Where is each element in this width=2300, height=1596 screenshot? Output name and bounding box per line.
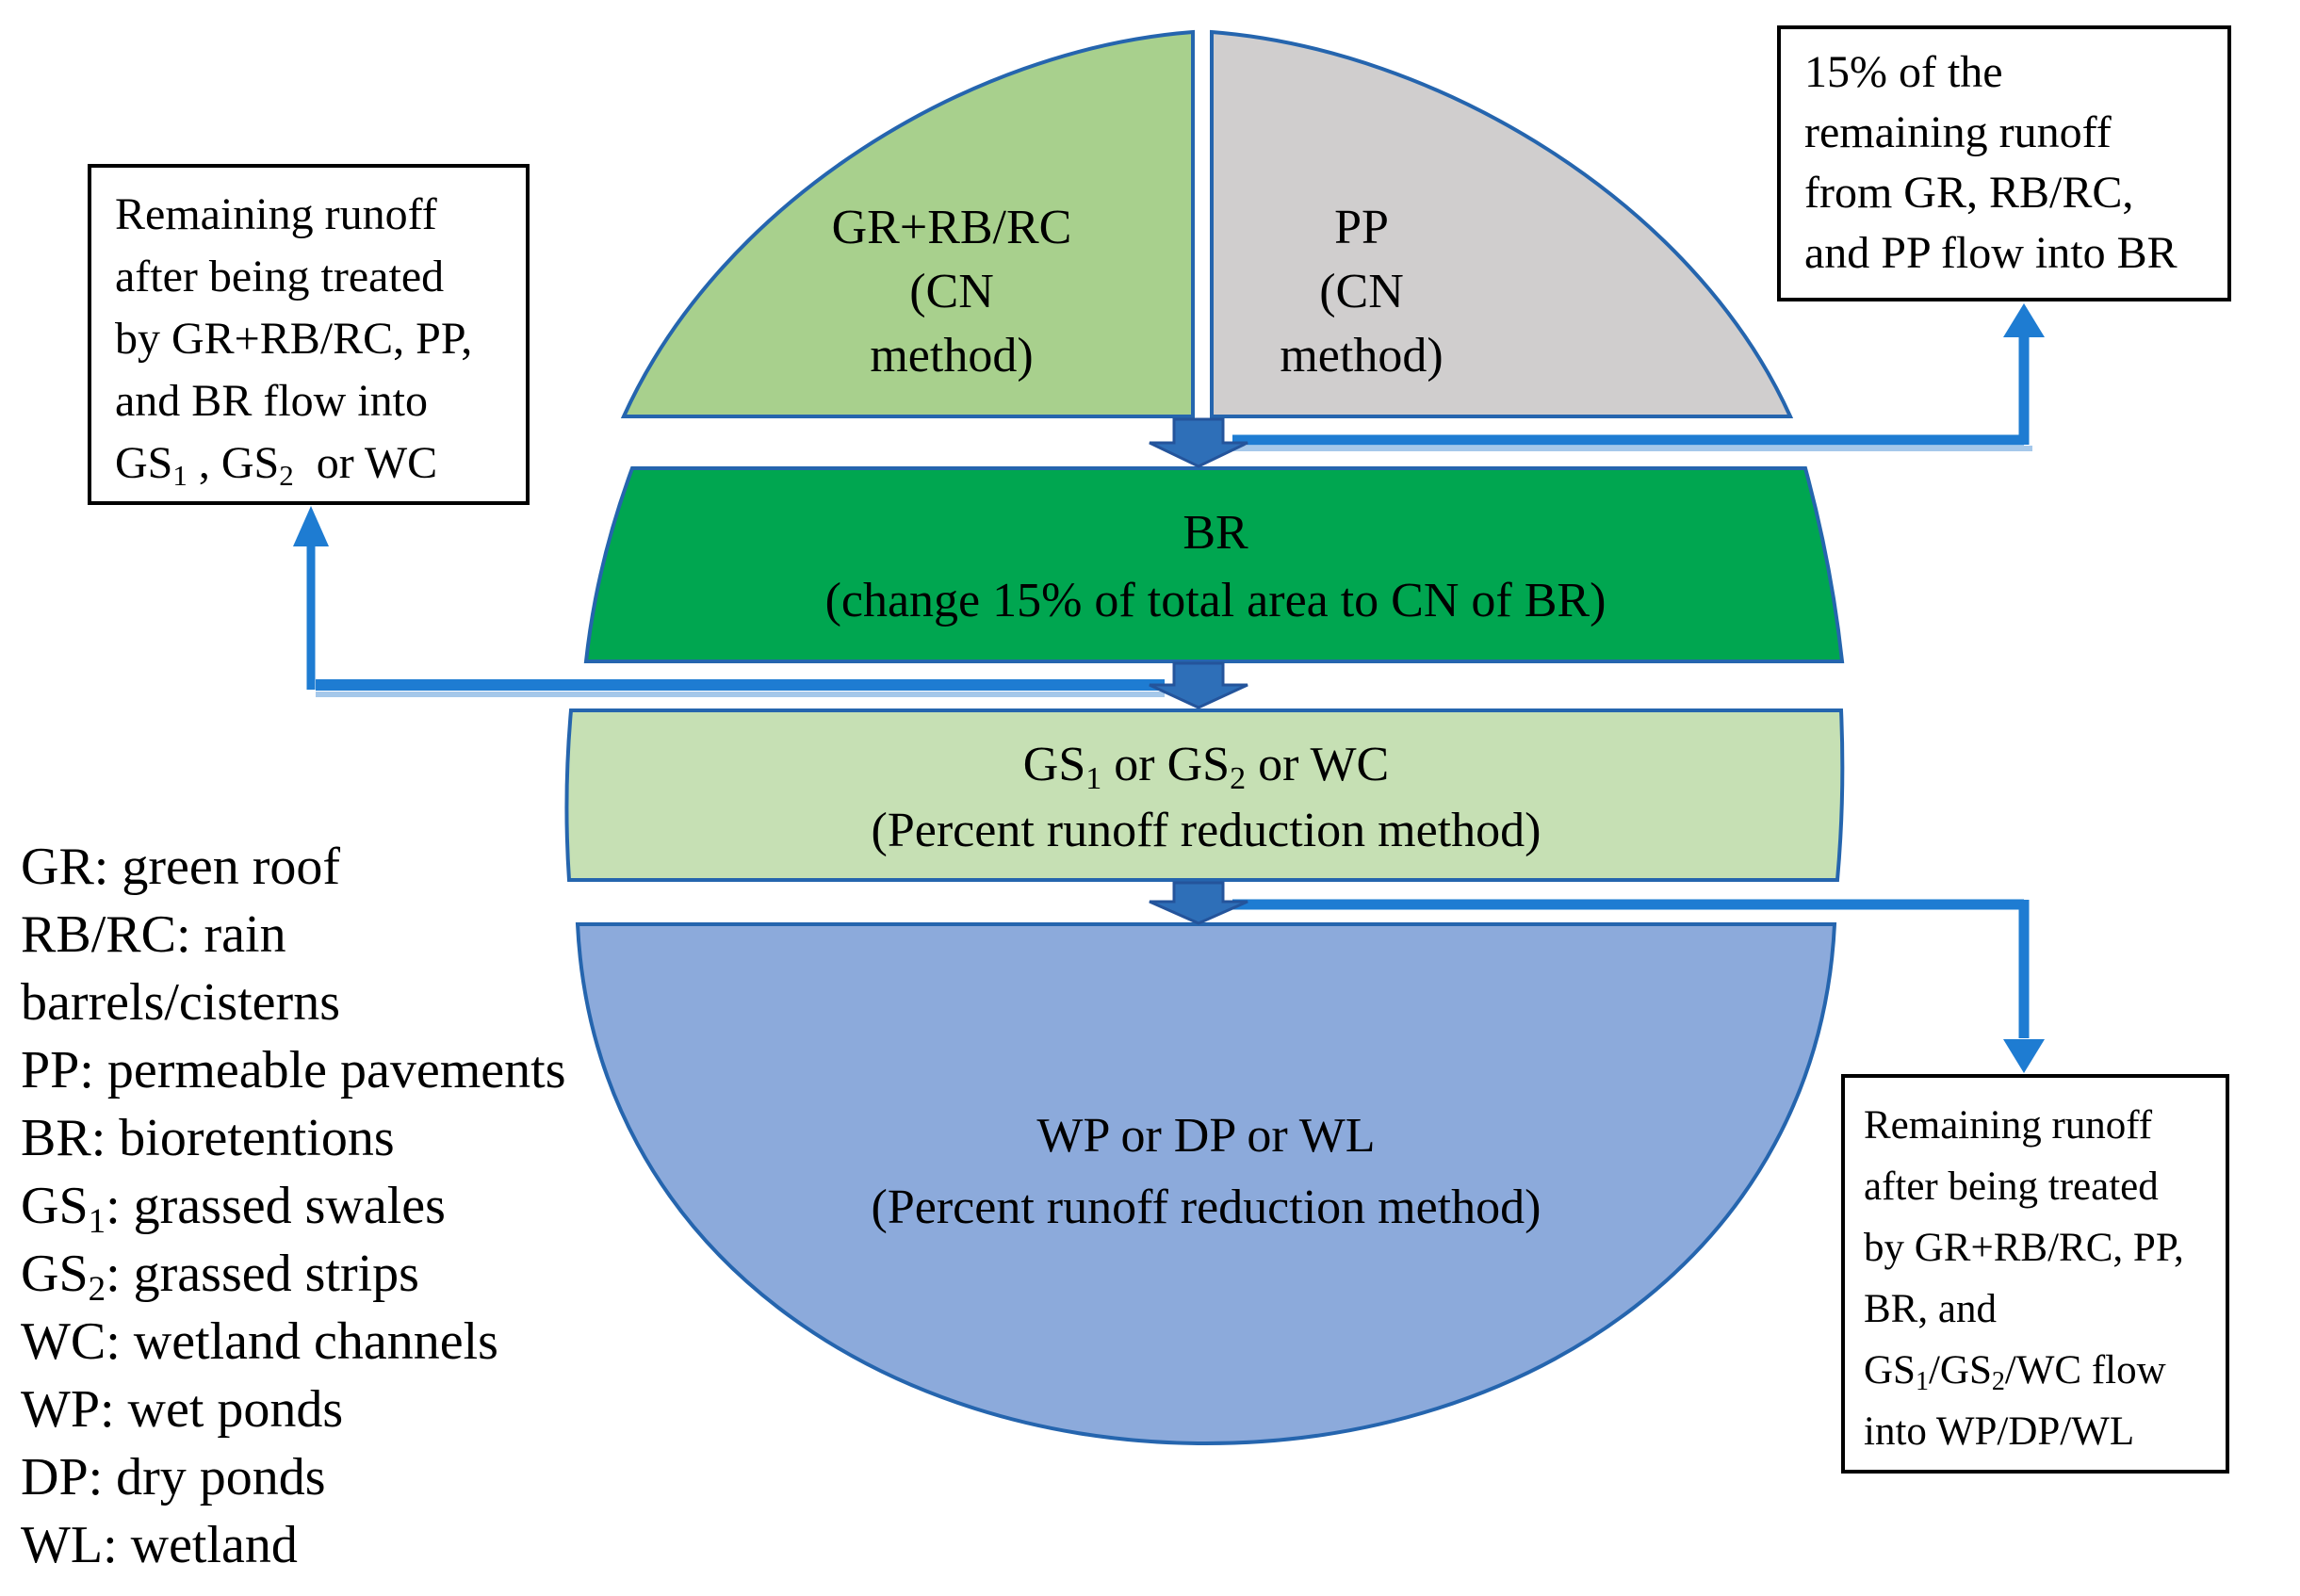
gs-band	[564, 708, 1845, 882]
annotation-line: 15% of the	[1804, 47, 2003, 97]
left-annotation-box: Remaining runoff after being treated by …	[88, 164, 530, 505]
segment-label-line: (CN	[909, 265, 994, 318]
legend-entry: GR: green roof	[21, 838, 340, 896]
down-block-arrow-icon	[1149, 661, 1248, 709]
dome-left-label: GR+RB/RC (CN method)	[832, 201, 1072, 383]
dome-segment-pp	[1210, 29, 1794, 418]
legend-entry: GS2: grassed strips	[21, 1245, 419, 1309]
annotation-line: from GR, RB/RC,	[1804, 168, 2133, 218]
legend-entry: GS1: grassed swales	[21, 1177, 446, 1241]
annotation-line: after being treated	[115, 252, 444, 301]
segment-label-line: method)	[1280, 329, 1443, 383]
legend-entry: DP: dry ponds	[21, 1448, 326, 1506]
annotation-box-frame	[1777, 25, 2231, 301]
legend-entry: WC: wetland channels	[21, 1312, 498, 1371]
legend: GR: green roof RB/RC: rain barrels/ciste…	[21, 838, 566, 1574]
segment-label-line: method)	[870, 329, 1033, 383]
segment-label-line: (CN	[1319, 265, 1404, 318]
wp-segment-label: WP or DP or WL (Percent runoff reduction…	[872, 1109, 1541, 1234]
down-block-arrow-icon	[1149, 417, 1248, 468]
gs-band-label: GS1 or GS2 or WC (Percent runoff reducti…	[872, 738, 1541, 857]
up-arrowhead-icon	[293, 506, 329, 546]
annotation-box-frame	[88, 164, 530, 505]
top-right-annotation-box: 15% of the remaining runoff from GR, RB/…	[1777, 25, 2231, 301]
annotation-line: GS1 , GS2 or WC	[115, 438, 437, 492]
annotation-line: Remaining runoff	[1864, 1103, 2153, 1148]
annotation-box-frame	[1841, 1074, 2229, 1474]
annotation-line: by GR+RB/RC, PP,	[1864, 1226, 2184, 1270]
legend-entry: PP: permeable pavements	[21, 1041, 566, 1099]
segment-label-line: (change 15% of total area to CN of BR)	[825, 574, 1607, 627]
annotation-line: BR, and	[1864, 1287, 1997, 1331]
annotation-line: and PP flow into BR	[1804, 228, 2178, 278]
segment-label-line: (Percent runoff reduction method)	[872, 1181, 1541, 1234]
legend-entry: WP: wet ponds	[21, 1380, 343, 1439]
dome-right-label: PP (CN method)	[1280, 201, 1443, 383]
annotation-line: remaining runoff	[1804, 107, 2112, 157]
connector-highlight-line	[1232, 446, 2032, 451]
annotation-line: Remaining runoff	[115, 189, 437, 239]
legend-entry: BR: bioretentions	[21, 1109, 395, 1167]
annotation-line: after being treated	[1864, 1164, 2159, 1209]
segment-label-line: PP	[1334, 201, 1389, 254]
connector-highlight-line	[316, 692, 1165, 697]
segment-label-line: GR+RB/RC	[832, 201, 1072, 254]
segment-label-line: GS1 or GS2 or WC	[1023, 738, 1389, 796]
br-band-label: BR (change 15% of total area to CN of BR…	[825, 506, 1607, 627]
segment-label-line: (Percent runoff reduction method)	[872, 804, 1541, 857]
connector-to-left-box	[293, 506, 1165, 697]
annotation-line: GS1/GS2/WC flow	[1864, 1348, 2166, 1396]
br-band	[583, 466, 1845, 663]
legend-entry: WL: wetland	[21, 1516, 298, 1574]
bottom-right-annotation-box: Remaining runoff after being treated by …	[1841, 1074, 2229, 1474]
wp-segment	[575, 922, 1837, 1446]
connector-to-top-right-box	[1232, 303, 2045, 451]
dome-segment-gr-rbrc	[620, 29, 1195, 418]
legend-entry: RB/RC: rain	[21, 905, 286, 964]
segment-label-line: BR	[1183, 506, 1248, 560]
legend-entry: barrels/cisterns	[21, 973, 340, 1032]
annotation-line: by GR+RB/RC, PP,	[115, 314, 472, 364]
down-arrowhead-icon	[2003, 1039, 2045, 1073]
segment-label-line: WP or DP or WL	[1036, 1109, 1375, 1163]
down-block-arrow-icon	[1149, 881, 1248, 925]
annotation-line: and BR flow into	[115, 376, 428, 426]
connector-to-bottom-right-box	[1232, 899, 2045, 1073]
up-arrowhead-icon	[2003, 303, 2045, 337]
annotation-line: into WP/DP/WL	[1864, 1409, 2134, 1454]
